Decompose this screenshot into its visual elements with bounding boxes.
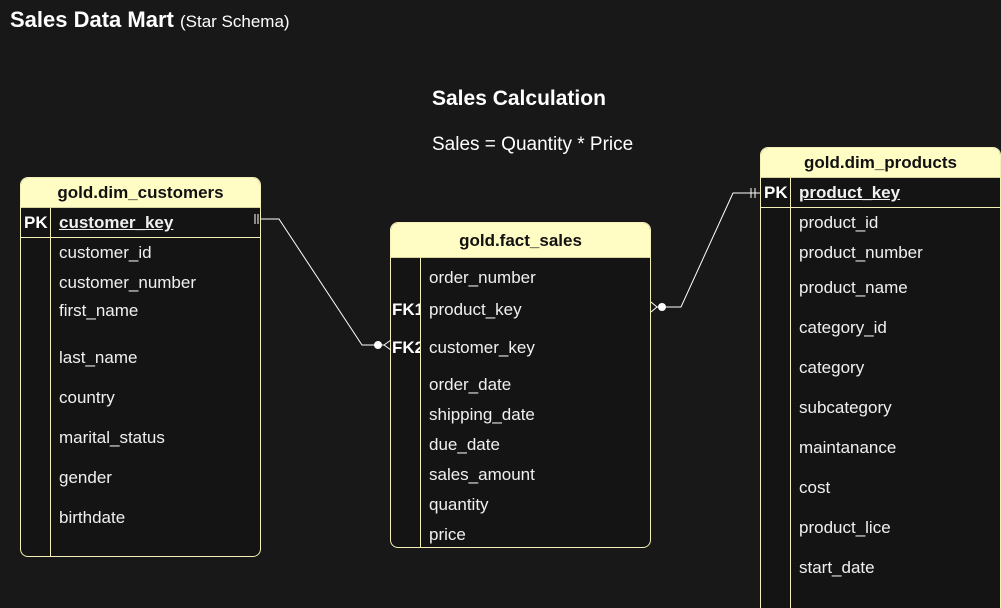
dim-customers-header: gold.dim_customers — [21, 178, 260, 208]
dim-customers-pk-field: customer_key — [59, 213, 174, 232]
dim-customers-table[interactable]: gold.dim_customers PK customer_key custo… — [20, 177, 261, 557]
calculation-title: Sales Calculation — [432, 87, 606, 110]
dim-customers-pk-separator — [21, 237, 260, 238]
fact-optional-marker — [374, 341, 382, 349]
fact-sales-field: due_date — [429, 435, 500, 454]
dim-customers-field: customer_number — [59, 273, 197, 292]
dim-customers-field: country — [59, 388, 115, 407]
fact-many-crowfoot — [650, 301, 658, 308]
fact-many-crowfoot — [650, 306, 658, 313]
dim-customers-key-column — [21, 208, 51, 556]
dim-customers-field: marital_status — [59, 428, 165, 447]
dim-products-field: subcategory — [799, 398, 892, 417]
products-to-fact-relationship — [650, 188, 760, 313]
dim-customers-field: last_name — [59, 348, 138, 367]
dim-products-field: cost — [799, 478, 831, 497]
fact-sales-field: product_key — [429, 300, 522, 319]
dim-products-pk-label: PK — [764, 183, 788, 202]
fact-optional-marker — [658, 303, 666, 311]
dim-products-header: gold.dim_products — [761, 148, 1000, 178]
fact-sales-field: shipping_date — [429, 405, 535, 424]
title-subtitle: (Star Schema) — [179, 12, 290, 31]
fact-sales-header: gold.fact_sales — [391, 223, 650, 258]
dim-products-field: category_id — [799, 318, 887, 337]
calculation-formula: Sales = Quantity * Price — [432, 134, 634, 155]
dim-products-field: product_name — [799, 278, 908, 297]
dim-products-field: category — [799, 358, 865, 377]
fact-sales-fk2-label: FK2 — [392, 338, 420, 357]
dim-customers-field: gender — [59, 468, 112, 487]
dim-customers-pk-label: PK — [24, 213, 48, 232]
dim-products-table[interactable]: gold.dim_products PK product_key product… — [760, 147, 1001, 608]
dim-products-field: product_number — [799, 243, 923, 262]
products-relationship-line — [657, 192, 760, 308]
fact-sales-field: order_number — [429, 268, 536, 287]
customers-relationship-line — [261, 218, 384, 346]
fact-sales-fk1-label: FK1 — [392, 300, 420, 319]
dim-customers-field: customer_id — [59, 243, 152, 262]
customers-to-fact-relationship — [254, 214, 392, 351]
dim-products-field: product_id — [799, 213, 879, 232]
dim-products-pk-separator — [761, 207, 1000, 208]
dim-products-field: start_date — [799, 558, 875, 577]
title-text: Sales Data Mart — [10, 7, 174, 32]
fact-sales-table[interactable]: gold.fact_sales FK1 FK2 order_number pro… — [390, 222, 651, 548]
dim-customers-field: first_name — [59, 301, 139, 320]
fact-sales-field: customer_key — [429, 338, 535, 357]
dim-products-key-column — [761, 178, 791, 608]
dim-customers-field: birthdate — [59, 508, 126, 527]
dim-products-field: product_lice — [799, 518, 891, 537]
dim-products-field: maintanance — [799, 438, 897, 457]
dim-products-pk-field: product_key — [799, 183, 901, 202]
fact-sales-field: price — [429, 525, 466, 544]
fact-sales-key-column — [391, 258, 421, 547]
fact-sales-field: sales_amount — [429, 465, 535, 484]
diagram-title: Sales Data Mart (Star Schema) — [10, 7, 290, 33]
fact-sales-field: order_date — [429, 375, 512, 394]
fact-sales-field: quantity — [429, 495, 489, 514]
